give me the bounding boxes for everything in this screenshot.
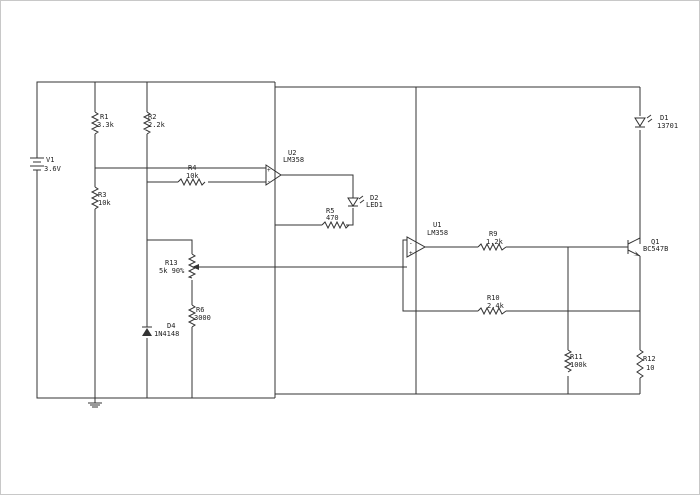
u2-ref: U2	[288, 149, 296, 157]
r2-ref: R2	[148, 113, 156, 121]
v1-value: 3.6V	[44, 165, 62, 173]
led-d1-symbol	[634, 114, 653, 128]
resistor-r12-symbol	[636, 349, 644, 379]
d2-value: LED1	[366, 201, 383, 209]
u2-value: LM358	[283, 156, 304, 164]
r11-ref: R11	[570, 353, 583, 361]
r5-ref: R5	[326, 207, 334, 215]
r1-value: 3.3k	[97, 121, 115, 129]
r4-value: 10k	[186, 172, 199, 180]
resistor-r1-symbol	[90, 111, 100, 135]
svg-text:-: -	[267, 178, 271, 185]
wire-r13-top	[147, 239, 193, 254]
q1-value: BC547B	[643, 245, 668, 253]
opamp-u2-symbol: + -	[265, 164, 282, 186]
r11-value: 100k	[570, 361, 588, 369]
potentiometer-r13-symbol	[187, 253, 199, 279]
wire-u1-feedback	[402, 239, 478, 312]
wire-top-rail	[36, 81, 275, 150]
d1-ref: D1	[660, 114, 668, 122]
resistor-r3-symbol	[90, 186, 100, 210]
r12-ref: R12	[643, 355, 656, 363]
r6-value: 3000	[194, 314, 211, 322]
d4-ref: D4	[167, 322, 175, 330]
d2-ref: D2	[370, 194, 378, 202]
svg-text:+: +	[409, 250, 413, 257]
r10-value: 2.4k	[487, 302, 505, 310]
r13-value: 5k 90%	[159, 267, 185, 275]
opamp-u1-symbol: - +	[406, 236, 427, 258]
diode-d4-symbol	[142, 322, 152, 336]
r4-ref: R4	[188, 164, 196, 172]
wires	[36, 81, 641, 399]
r6-ref: R6	[196, 306, 204, 314]
ground-icon	[88, 398, 102, 408]
wire-led-r5	[346, 208, 354, 226]
resistor-r6-symbol	[187, 304, 197, 328]
wire-u2-out-led	[281, 174, 354, 198]
r1-ref: R1	[100, 113, 108, 121]
resistor-r9-symbol	[477, 242, 507, 252]
transistor-q1-symbol	[627, 237, 641, 257]
r9-ref: R9	[489, 230, 497, 238]
resistor-r4-symbol	[177, 177, 206, 187]
q1-ref: Q1	[651, 238, 659, 246]
battery-v1-symbol	[30, 150, 44, 173]
d1-value: 13701	[657, 122, 678, 130]
v1-ref: V1	[46, 156, 54, 164]
resistor-r2-symbol	[142, 111, 152, 135]
resistor-r11-symbol	[563, 349, 573, 373]
r2-value: 2.2k	[148, 121, 166, 129]
r3-ref: R3	[98, 191, 106, 199]
svg-text:-: -	[409, 240, 413, 247]
u1-ref: U1	[433, 221, 441, 229]
r10-ref: R10	[487, 294, 500, 302]
r12-value: 10	[646, 364, 654, 372]
resistor-r10-symbol	[477, 306, 507, 316]
u1-value: LM358	[427, 229, 448, 237]
r5-value: 470	[326, 214, 339, 222]
svg-text:+: +	[267, 167, 271, 174]
r9-value: 1.2k	[486, 238, 504, 246]
r3-value: 10k	[98, 199, 111, 207]
r13-ref: R13	[165, 259, 178, 267]
wire-bottom-rail	[36, 173, 275, 399]
d4-value: 1N4148	[154, 330, 179, 338]
resistor-r5-symbol	[321, 220, 350, 230]
led-d2-symbol	[347, 195, 365, 207]
